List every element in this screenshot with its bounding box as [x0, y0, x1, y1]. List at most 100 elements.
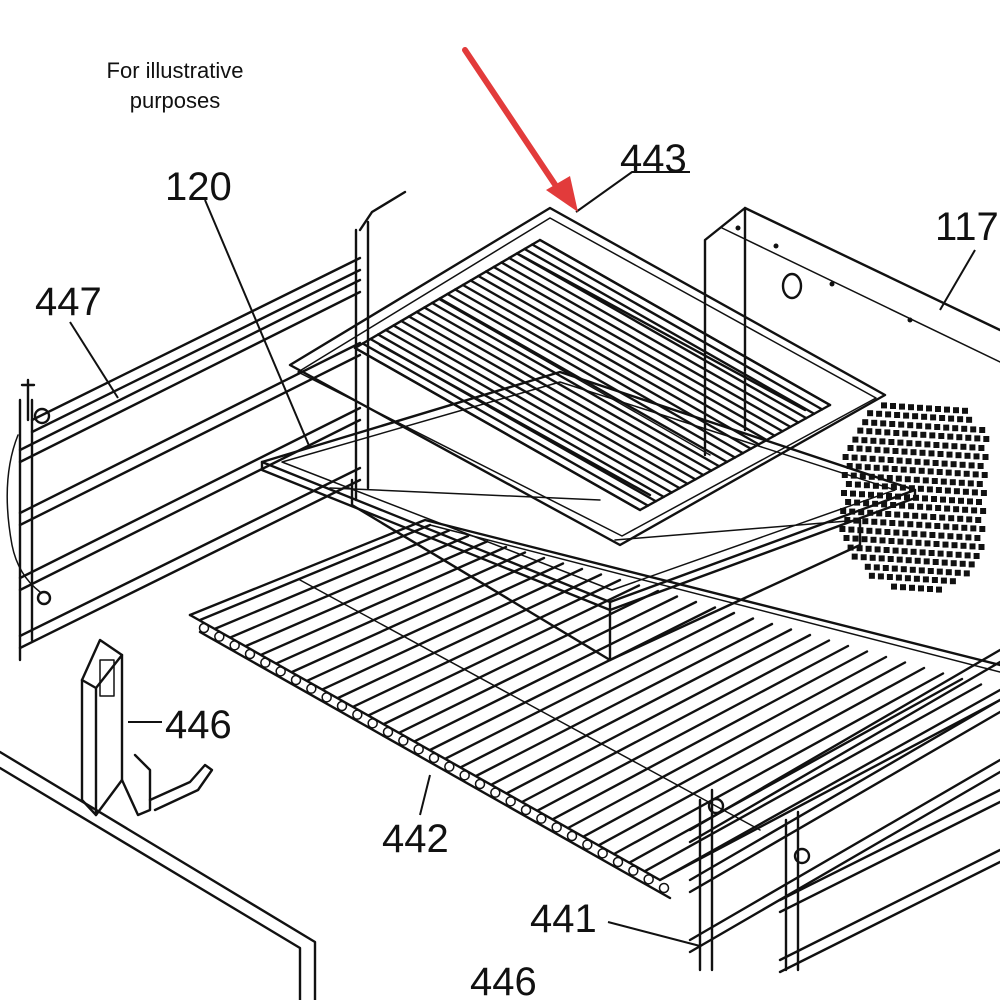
vent-hole: [969, 444, 976, 451]
vent-hole: [954, 470, 961, 477]
vent-hole: [902, 530, 909, 537]
wire-end: [413, 744, 424, 755]
vent-hole: [844, 517, 851, 523]
wire: [353, 346, 642, 512]
vent-hole: [960, 443, 967, 450]
oven-door: [0, 750, 317, 1000]
vent-hole: [944, 406, 950, 413]
vent-hole: [908, 404, 914, 411]
vent-hole: [882, 465, 889, 472]
vent-hole: [839, 526, 846, 532]
vent-hole: [961, 425, 968, 432]
vent-hole: [974, 435, 981, 442]
vent-hole: [931, 478, 938, 484]
wire-end: [551, 822, 562, 833]
vent-hole: [967, 480, 974, 487]
vent-hole: [900, 466, 907, 473]
vent-hole: [964, 452, 971, 459]
vent-hole: [909, 566, 916, 573]
vent-hole: [949, 578, 956, 585]
wire: [229, 534, 470, 639]
vent-hole: [871, 518, 878, 525]
vent-hole: [913, 575, 920, 582]
vent-hole: [976, 481, 983, 487]
wire-end: [306, 683, 317, 694]
vent-hole: [878, 555, 885, 562]
vent-hole: [888, 538, 895, 544]
vent-hole: [968, 462, 975, 469]
wire: [378, 343, 652, 497]
vent-hole: [914, 557, 921, 564]
vent-hole: [865, 446, 872, 453]
vent-hole: [975, 517, 982, 523]
wire: [290, 556, 546, 674]
vent-hole: [964, 552, 971, 559]
vent-hole: [906, 440, 913, 447]
vent-hole: [920, 531, 927, 538]
wire-end: [229, 640, 240, 651]
vent-hole: [869, 554, 876, 561]
vent-hole: [936, 568, 943, 575]
vent-hole: [929, 532, 936, 538]
wire-end: [214, 631, 225, 642]
vent-hole: [873, 564, 880, 571]
wire: [536, 644, 850, 812]
vent-hole: [915, 539, 922, 546]
vent-hole: [971, 489, 978, 496]
wire-end: [643, 874, 654, 885]
vent-hole: [945, 469, 952, 476]
vent-hole: [842, 454, 849, 460]
vent-hole: [892, 547, 899, 554]
vent-hole: [937, 451, 944, 457]
vent-hole: [957, 515, 964, 522]
vent-hole: [967, 498, 973, 505]
vent-hole: [851, 553, 858, 560]
top-wire-rack: [288, 206, 887, 547]
vent-hole: [970, 426, 977, 433]
wire: [505, 633, 812, 795]
vent-hole: [850, 472, 857, 479]
vent-hole: [923, 558, 930, 565]
vent-hole: [899, 484, 906, 491]
wire: [582, 661, 907, 838]
vent-hole: [958, 479, 965, 486]
wire: [299, 579, 761, 831]
vent-hole: [846, 463, 853, 469]
vent-hole: [954, 569, 961, 576]
vent-hole: [948, 415, 955, 422]
vent-hole: [973, 553, 980, 559]
wire-end: [336, 700, 348, 712]
vent-hole: [860, 554, 867, 561]
vent-hole: [905, 458, 912, 465]
vent-hole: [946, 551, 953, 558]
vent-hole: [890, 484, 897, 490]
vent-hole: [895, 574, 902, 581]
vent-hole: [919, 449, 926, 456]
vent-hole: [907, 422, 914, 429]
vent-hole: [936, 586, 942, 593]
vent-hole: [959, 560, 966, 567]
vent-hole: [894, 412, 901, 418]
vent-hole: [883, 547, 890, 553]
vent-hole: [978, 445, 985, 451]
vent-hole: [958, 497, 964, 504]
vent-hole: [934, 424, 941, 430]
back-panel: [703, 206, 1000, 593]
vent-hole: [980, 490, 987, 496]
vent-hole: [923, 459, 930, 466]
vent-hole: [914, 458, 921, 465]
wire: [444, 611, 736, 760]
vent-hole: [983, 436, 990, 442]
wire-end: [444, 761, 455, 772]
vent-hole: [949, 497, 955, 504]
vent-hole: [955, 551, 962, 558]
vent-hole: [874, 546, 881, 553]
vent-hole: [899, 502, 906, 509]
vent-hole: [924, 441, 931, 448]
wire: [658, 688, 1000, 882]
vent-hole: [981, 472, 988, 478]
vent-hole: [911, 431, 918, 438]
vent-hole: [852, 436, 859, 443]
vent-hole: [936, 469, 943, 475]
vent-hole: [887, 556, 894, 562]
